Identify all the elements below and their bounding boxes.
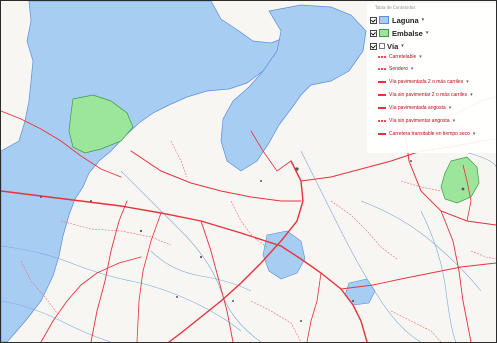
legend-panel: Tabla de Contenidos Laguna ▾ Embalse ▾ V… — [367, 3, 496, 153]
road-type-item[interactable]: Vía sin pavimentar angosta ▾ — [378, 117, 455, 125]
chevron-down-icon[interactable]: ▾ — [452, 118, 456, 124]
road-type-label: Carretera transitable en tiempo seco — [389, 131, 470, 137]
chevron-down-icon[interactable]: ▾ — [401, 43, 404, 49]
road-symbol — [378, 56, 386, 58]
chevron-down-icon[interactable]: ▾ — [472, 131, 476, 137]
road-network[interactable] — [1, 40, 496, 342]
road-type-item[interactable]: Vía pavimentada 2 o más carriles ▾ — [378, 78, 469, 86]
chevron-down-icon[interactable]: ▾ — [425, 30, 429, 36]
road-type-item[interactable]: Carretelable ▾ — [378, 53, 422, 61]
road-type-label: Vía sin pavimentar angosta — [389, 118, 450, 124]
chevron-down-icon[interactable]: ▾ — [448, 105, 452, 111]
layer-via-label: Vía — [387, 41, 399, 51]
road-type-item[interactable]: Sendero ▾ — [378, 65, 413, 73]
layer-embalse-label: Embalse — [392, 28, 423, 38]
laguna-east[interactable] — [220, 4, 367, 172]
chevron-down-icon[interactable]: ▾ — [421, 17, 425, 23]
road-type-label: Sendero — [389, 66, 408, 72]
road-type-item[interactable]: Carretera transitable en tiempo seco ▾ — [378, 130, 475, 138]
chevron-down-icon[interactable]: ▾ — [470, 92, 473, 98]
road-symbol — [378, 93, 386, 97]
road-type-label: Vía sin pavimentar 2 o más carriles — [389, 92, 468, 98]
road-symbol — [378, 107, 386, 109]
track-network — [20, 140, 496, 342]
road-type-label: Vía pavimentada 2 o más carriles — [389, 79, 464, 85]
chevron-down-icon[interactable]: ▾ — [419, 54, 422, 60]
layer-embalse-checkbox[interactable] — [370, 29, 377, 37]
collapse-icon[interactable] — [379, 43, 385, 49]
road-symbol — [378, 68, 386, 70]
layer-laguna[interactable]: Laguna ▾ — [370, 15, 424, 25]
road-type-label: Vía pavimentada angosta — [389, 105, 446, 111]
chevron-down-icon[interactable]: ▾ — [466, 79, 469, 85]
laguna-swatch — [379, 16, 389, 24]
embalse-swatch — [379, 29, 389, 37]
road-symbol — [378, 133, 386, 135]
layer-via-checkbox[interactable] — [370, 42, 377, 50]
layer-via[interactable]: Vía ▾ — [370, 41, 404, 51]
road-type-item[interactable]: Vía sin pavimentar 2 o más carriles ▾ — [378, 91, 473, 99]
chevron-down-icon[interactable]: ▾ — [410, 66, 414, 72]
road-symbol — [378, 120, 386, 122]
road-symbol — [378, 81, 386, 83]
layer-laguna-checkbox[interactable] — [370, 16, 377, 24]
layer-laguna-label: Laguna — [392, 15, 419, 25]
road-type-item[interactable]: Vía pavimentada angosta ▾ — [378, 104, 451, 112]
legend-caption: Tabla de Contenidos — [375, 5, 416, 10]
road-type-label: Carretelable — [389, 54, 417, 60]
settlement-markers — [40, 160, 465, 322]
layer-embalse[interactable]: Embalse ▾ — [370, 28, 428, 38]
embalse-west[interactable] — [68, 94, 134, 154]
